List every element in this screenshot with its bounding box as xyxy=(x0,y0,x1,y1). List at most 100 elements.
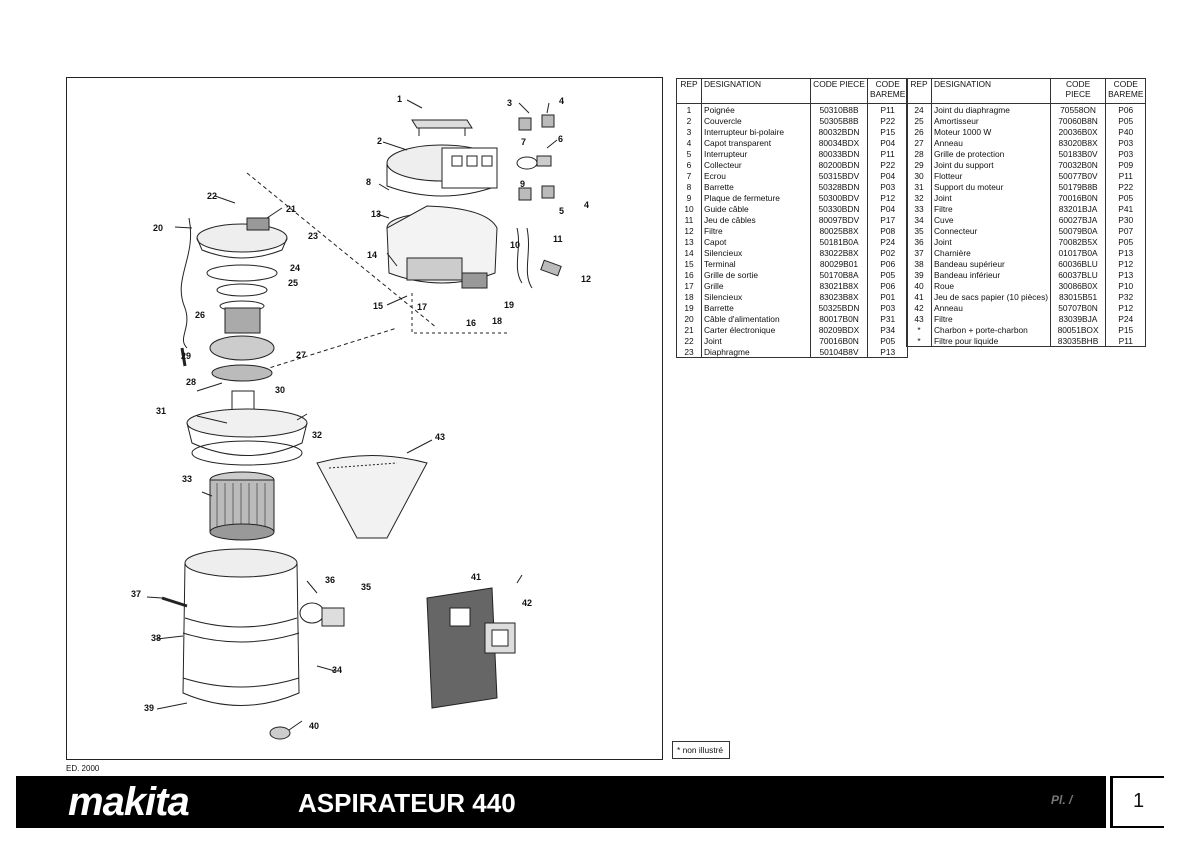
part-designation: Anneau xyxy=(930,302,1052,313)
footer-bar: makita ASPIRATEUR 440 Pl. / xyxy=(16,776,1106,828)
part-rep: 27 xyxy=(906,137,932,148)
part-rep: 2 xyxy=(676,115,702,126)
part-rep: 17 xyxy=(676,280,702,291)
col-designation: DESIGNATION xyxy=(701,78,811,104)
callout-10: 10 xyxy=(510,240,521,250)
part-code: 70558ON xyxy=(1050,103,1107,115)
part-bareme: P22 xyxy=(866,159,909,170)
part-code: 80032BDN xyxy=(810,126,868,137)
callout-36: 36 xyxy=(325,575,336,585)
part-designation: Moteur 1000 W xyxy=(930,126,1052,137)
part-code: 50328BDN xyxy=(810,181,868,192)
part-rep: 6 xyxy=(676,159,702,170)
callout-22: 22 xyxy=(207,191,218,201)
callout-35: 35 xyxy=(361,582,372,592)
part-code: 70016B0N xyxy=(810,335,868,346)
part-designation: Câble d'alimentation xyxy=(701,313,811,324)
part-bareme: P03 xyxy=(866,181,909,192)
part-rep: 11 xyxy=(676,214,702,225)
part-rep: 23 xyxy=(676,346,702,358)
part-code: 50183B0V xyxy=(1050,148,1107,159)
part-rep: 28 xyxy=(906,148,932,159)
part-code: 83020B8X xyxy=(1050,137,1107,148)
callout-3: 3 xyxy=(507,98,513,108)
part-rep: 37 xyxy=(906,247,932,258)
part-rep: 21 xyxy=(676,324,702,335)
callout-28: 28 xyxy=(186,377,197,387)
part-designation: Capot xyxy=(701,236,811,247)
part-rep: 26 xyxy=(906,126,932,137)
col-code-bareme: CODE BAREME xyxy=(866,78,909,104)
callout-15: 15 xyxy=(373,301,384,311)
parts-table-right: REP DESIGNATION CODE PIECE CODE BAREME 2… xyxy=(906,78,1147,347)
part-designation: Joint du diaphragme xyxy=(930,103,1052,115)
part-code: 50079B0A xyxy=(1050,225,1107,236)
part-bareme: P13 xyxy=(1105,247,1147,258)
part-rep: 19 xyxy=(676,302,702,313)
part-rep: 43 xyxy=(906,313,932,324)
part-bareme: P24 xyxy=(1105,313,1147,324)
part-bareme: P41 xyxy=(1105,203,1147,214)
part-bareme: P17 xyxy=(866,214,909,225)
part-designation: Bandeau inférieur xyxy=(930,269,1052,280)
part-designation: Bandeau supérieur xyxy=(930,258,1052,269)
part-designation: Support du moteur xyxy=(930,181,1052,192)
callout-27: 27 xyxy=(296,350,307,360)
part-bareme: P15 xyxy=(866,126,909,137)
callout-21: 21 xyxy=(286,204,297,214)
part-code: 50305B8B xyxy=(810,115,868,126)
part-designation: Filtre xyxy=(701,225,811,236)
part-code: 83021B8X xyxy=(810,280,868,291)
part-code: 50077B0V xyxy=(1050,170,1107,181)
part-bareme: P06 xyxy=(866,258,909,269)
part-designation: Cuve xyxy=(930,214,1052,225)
part-designation: Jeu de câbles xyxy=(701,214,811,225)
part-code: 50310B8B xyxy=(810,103,868,115)
part-bareme: P12 xyxy=(1105,302,1147,313)
part-rep: 42 xyxy=(906,302,932,313)
part-rep: 22 xyxy=(676,335,702,346)
part-code: 50104B8V xyxy=(810,346,868,358)
part-designation: Plaque de fermeture xyxy=(701,192,811,203)
callout-18: 18 xyxy=(492,316,503,326)
callout-11: 11 xyxy=(553,234,563,244)
callout-43: 43 xyxy=(435,432,446,442)
part-code: 50315BDV xyxy=(810,170,868,181)
part-code: 80029B01 xyxy=(810,258,868,269)
col-code-piece: CODE PIECE xyxy=(810,78,868,104)
part-bareme: P05 xyxy=(1105,192,1147,203)
callout-13: 13 xyxy=(371,209,382,219)
part-code: 50325BDN xyxy=(810,302,868,313)
callout-32: 32 xyxy=(312,430,323,440)
exploded-drawing xyxy=(146,99,562,740)
part-designation: Capot transparent xyxy=(701,137,811,148)
part-bareme: P12 xyxy=(866,192,909,203)
part-rep: 39 xyxy=(906,269,932,280)
callout-17: 17 xyxy=(417,302,428,312)
part-designation: Joint xyxy=(930,192,1052,203)
part-bareme: P12 xyxy=(1105,258,1147,269)
part-code: 01017B0A xyxy=(1050,247,1107,258)
part-rep: 1 xyxy=(676,103,702,115)
part-bareme: P11 xyxy=(866,103,909,115)
part-code: 70016B0N xyxy=(1050,192,1107,203)
